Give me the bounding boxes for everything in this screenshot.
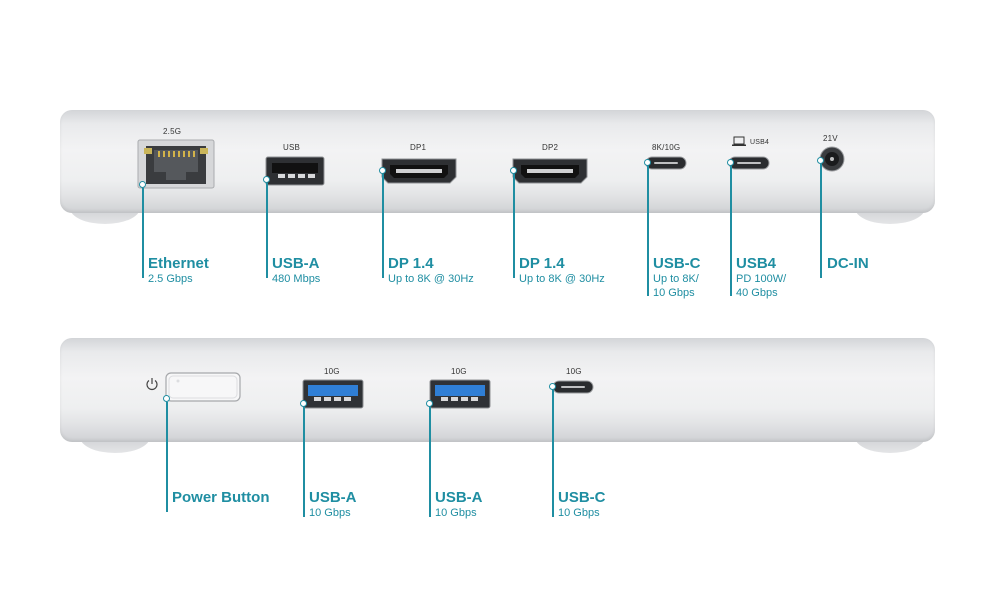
dp2-title: DP 1.4 — [519, 255, 565, 272]
usb4-desc-line1: PD 100W/ — [736, 273, 787, 285]
callout-line — [647, 166, 649, 296]
power-button-title: Power Button — [172, 489, 270, 506]
usb-a-port-icon[interactable] — [302, 379, 364, 409]
usb-a-port-icon[interactable] — [429, 379, 491, 409]
usb-a2-desc: 10 Gbps — [435, 507, 477, 519]
dp2-desc: Up to 8K @ 30Hz — [519, 273, 605, 285]
ethernet-desc: 2.5 Gbps — [148, 273, 193, 285]
callout-marker — [163, 395, 170, 402]
usb-c-port-icon[interactable] — [552, 380, 594, 394]
callout-marker — [644, 159, 651, 166]
usb-a1-title: USB-A — [309, 489, 357, 506]
callout-line — [730, 166, 732, 296]
usba1-port-label: 10G — [324, 367, 340, 376]
usb-a2-title: USB-A — [435, 489, 483, 506]
callout-line — [303, 407, 305, 517]
dp1-title: DP 1.4 — [388, 255, 434, 272]
laptop-icon — [732, 136, 746, 146]
callout-line — [513, 174, 515, 278]
usb-a-title: USB-A — [272, 255, 320, 272]
dp1-desc: Up to 8K @ 30Hz — [388, 273, 474, 285]
usb-c-port-icon[interactable] — [645, 156, 687, 170]
usbc-desc-line1: Up to 8K/ — [653, 273, 699, 285]
usbc-title: USB-C — [653, 255, 701, 272]
dcin-port-label: 21V — [823, 134, 838, 143]
usbc-bottom-title: USB-C — [558, 489, 606, 506]
usb4-port-label: USB4 — [750, 139, 770, 146]
usbc-port-label: 8K/10G — [652, 143, 681, 152]
usb4-title: USB4 — [736, 255, 777, 272]
displayport-icon[interactable] — [380, 157, 458, 185]
callout-marker — [549, 383, 556, 390]
displayport-icon[interactable] — [511, 157, 589, 185]
usbc-port-label: 10G — [566, 367, 582, 376]
usba2-port-label: 10G — [451, 367, 467, 376]
callout-marker — [379, 167, 386, 174]
callout-marker — [139, 181, 146, 188]
callout-marker — [510, 167, 517, 174]
callout-marker — [426, 400, 433, 407]
usbc-desc-line2: 10 Gbps — [653, 287, 695, 299]
usb-c-port-icon[interactable] — [728, 156, 770, 170]
callout-marker — [817, 157, 824, 164]
dp2-port-label: DP2 — [542, 143, 559, 152]
callout-line — [820, 164, 822, 278]
usb-port-label: USB — [283, 143, 301, 152]
dcin-title: DC-IN — [827, 255, 869, 272]
ethernet-port-label: 2.5G — [163, 127, 182, 136]
callout-line — [266, 183, 268, 278]
callout-line — [552, 390, 554, 517]
usb-a-desc: 480 Mbps — [272, 273, 321, 285]
ethernet-port-icon[interactable] — [137, 139, 215, 189]
callout-marker — [263, 176, 270, 183]
callout-marker — [300, 400, 307, 407]
ethernet-title: Ethernet — [148, 255, 209, 272]
callout-line — [142, 188, 144, 278]
callout-line — [429, 407, 431, 517]
callout-line — [382, 174, 384, 278]
usb4-desc-line2: 40 Gbps — [736, 287, 778, 299]
power-button[interactable] — [165, 372, 241, 402]
power-icon — [146, 378, 158, 391]
usb-a-port-icon[interactable] — [265, 156, 325, 186]
callout-marker — [727, 159, 734, 166]
dp1-port-label: DP1 — [410, 143, 427, 152]
usb-a1-desc: 10 Gbps — [309, 507, 351, 519]
usbc-bottom-desc: 10 Gbps — [558, 507, 600, 519]
callout-line — [166, 402, 168, 512]
